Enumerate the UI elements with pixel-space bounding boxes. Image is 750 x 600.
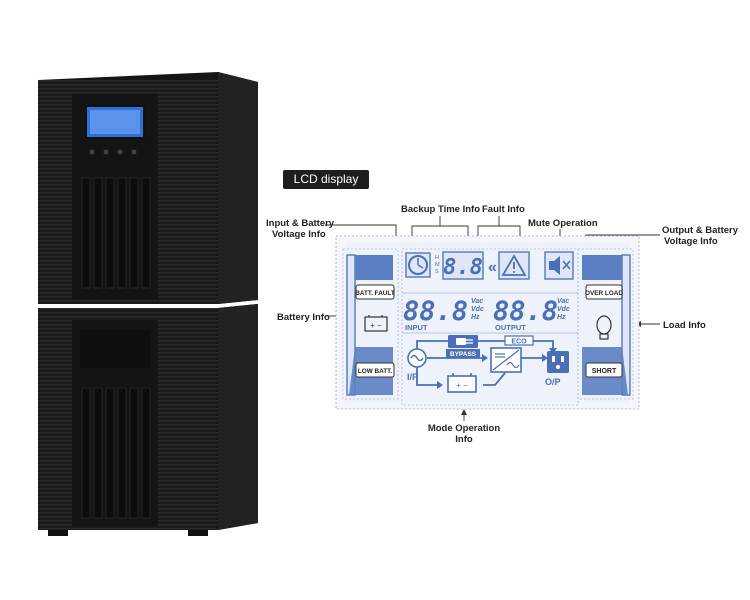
input-digits: 88.8 — [403, 296, 468, 327]
output-outlet-icon — [547, 351, 569, 373]
hms-m: M — [435, 262, 440, 268]
backup-time-digits: 8.8 — [443, 255, 483, 280]
batt-fault-box — [355, 284, 395, 300]
low-batt-box — [355, 362, 395, 378]
hms-s: S — [435, 269, 439, 275]
eco-label: ECO — [511, 339, 527, 346]
callout-load-info: Load Info — [663, 320, 706, 331]
callout-fault-info: Fault Info — [482, 204, 525, 215]
callout-battery-info: Battery Info — [277, 312, 330, 323]
svg-text:+ −: + − — [456, 381, 468, 390]
ip-label: I/P — [407, 372, 418, 382]
input-unit-vac: Vac — [471, 298, 483, 305]
low-batt-label: LOW BATT. — [358, 368, 393, 375]
lcd-panel-diagram: BATT. FAULT LOW BATT. + − OVER LOAD SHOR… — [335, 235, 640, 410]
output-unit-vac: Vac — [557, 298, 569, 305]
svg-text:+ −: + − — [370, 321, 382, 330]
over-load-label: OVER LOAD — [585, 290, 623, 297]
ac-input-icon — [407, 348, 427, 368]
output-label: OUTPUT — [495, 323, 526, 332]
load-bulb-icon — [596, 315, 612, 340]
input-unit-vdc: Vdc — [471, 306, 484, 313]
battery-icon — [364, 315, 388, 332]
load-level-top-bar — [582, 255, 628, 280]
short-box — [585, 362, 623, 378]
op-label: O/P — [545, 377, 561, 387]
battery-level-top-bar — [347, 255, 393, 280]
warning-icon — [498, 251, 530, 280]
output-digits: 88.8 — [493, 296, 558, 327]
lcd-display-label: LCD display — [283, 170, 369, 189]
callout-mode-operation: Mode Operation Info — [427, 423, 501, 445]
hms-h: H — [435, 255, 439, 261]
input-label: INPUT — [405, 323, 428, 332]
mute-speaker-icon — [544, 251, 574, 280]
callout-backup-time: Backup Time Info — [401, 204, 481, 215]
bypass-label: BYPASS — [450, 351, 477, 358]
callout-output-battery: Output & Battery Voltage Info — [662, 225, 738, 247]
callout-input-battery: Input & Battery Voltage Info — [266, 218, 335, 240]
batt-fault-label: BATT. FAULT — [355, 290, 395, 297]
inverter-icon — [490, 347, 522, 373]
mode-battery-icon: + − — [447, 373, 477, 393]
short-label: SHORT — [592, 368, 617, 375]
clock-icon — [405, 252, 431, 278]
output-unit-hz: Hz — [557, 314, 566, 321]
chevron-icon: « — [488, 259, 497, 276]
bypass-plug-icon — [448, 335, 478, 348]
callout-mute-operation: Mute Operation — [528, 218, 598, 229]
ups-tower-image — [38, 72, 258, 536]
over-load-box — [585, 284, 623, 300]
input-unit-hz: Hz — [471, 314, 480, 321]
output-unit-vdc: Vdc — [557, 306, 570, 313]
